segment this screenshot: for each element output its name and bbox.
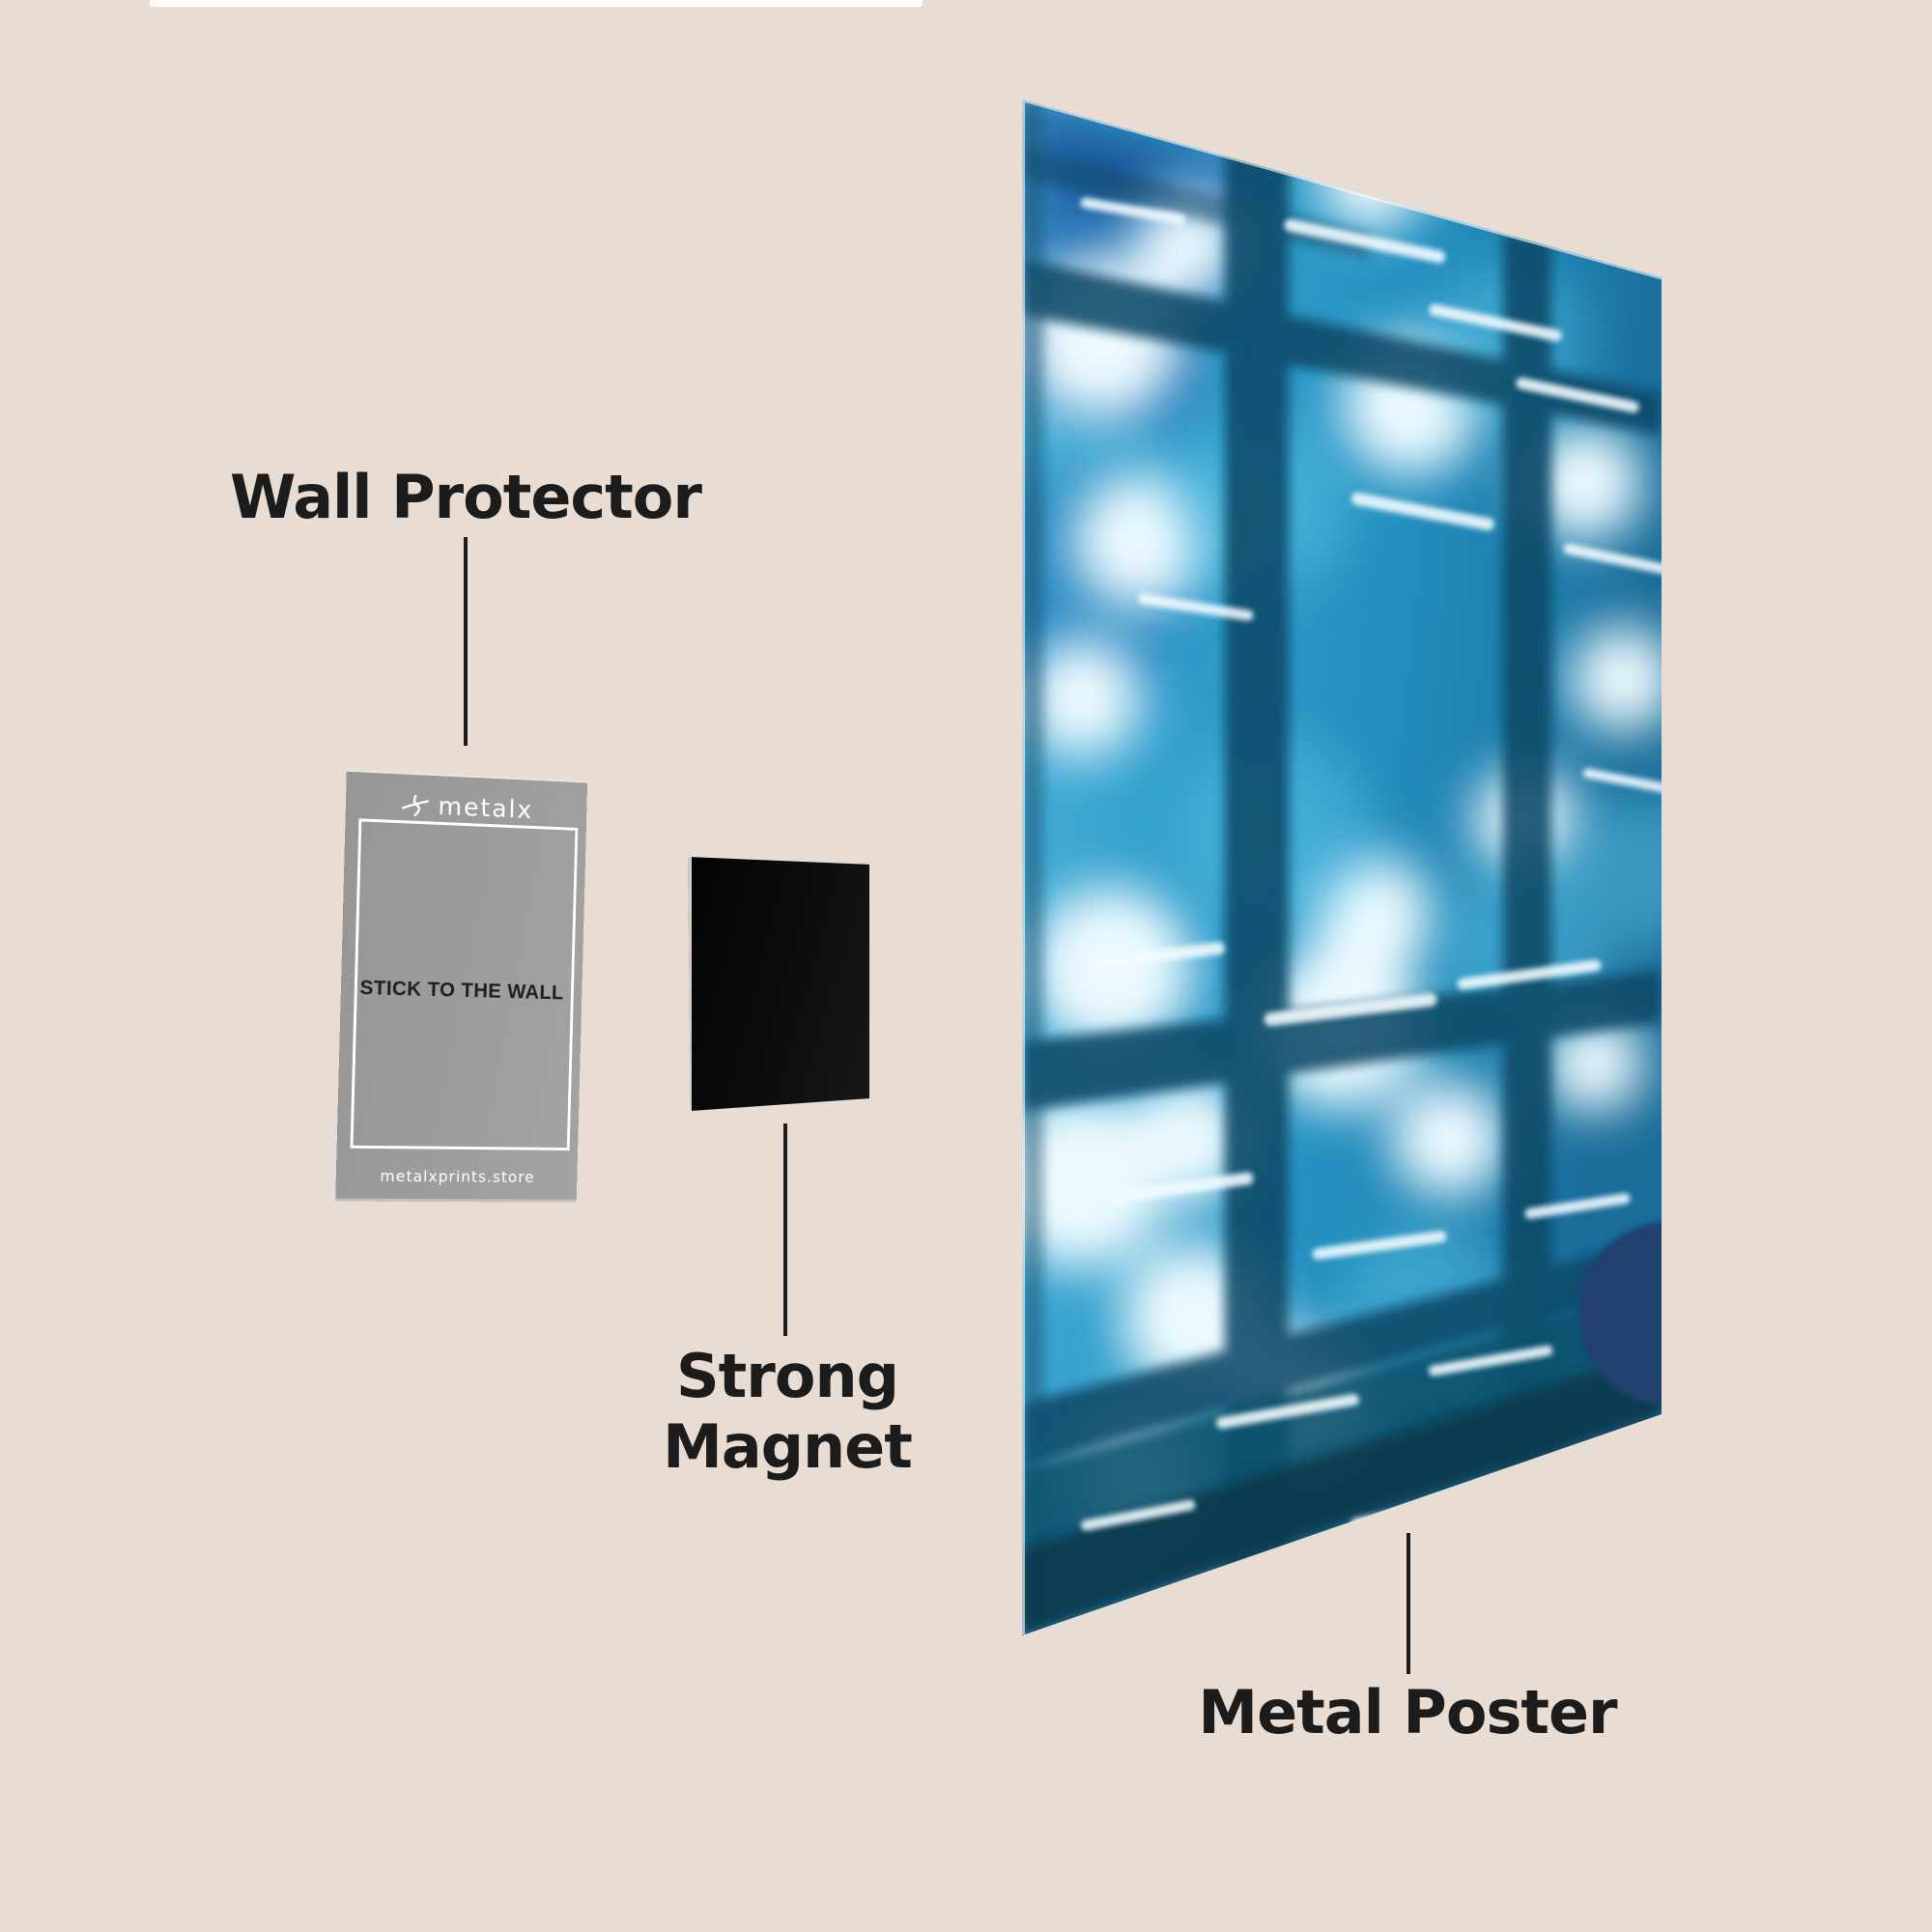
metal-poster-connector-line xyxy=(1406,1533,1410,1674)
metalx-logo-icon xyxy=(401,793,430,817)
poster-abstract-art xyxy=(1022,99,1662,1635)
wall-protector-card-face: metalx STICK TO THE WALL metalxprints.st… xyxy=(335,770,587,1200)
metal-poster-label: Metal Poster xyxy=(1198,1677,1616,1747)
wall-protector-connector-line xyxy=(464,537,468,746)
strong-magnet-connector-line xyxy=(783,1123,787,1336)
wall-protector-label: Wall Protector xyxy=(230,462,701,532)
top-edge-card-sliver xyxy=(150,0,923,7)
metal-poster-artwork xyxy=(1022,99,1662,1635)
strong-magnet-square xyxy=(688,857,869,1111)
strong-magnet-label: Strong Magnet xyxy=(609,1341,966,1482)
wall-protector-card: metalx STICK TO THE WALL metalxprints.st… xyxy=(335,770,595,1206)
wall-protector-website: metalxprints.store xyxy=(336,1167,578,1187)
metalx-logo-text: metalx xyxy=(438,792,533,825)
magnet-edge-highlight xyxy=(688,857,692,1111)
